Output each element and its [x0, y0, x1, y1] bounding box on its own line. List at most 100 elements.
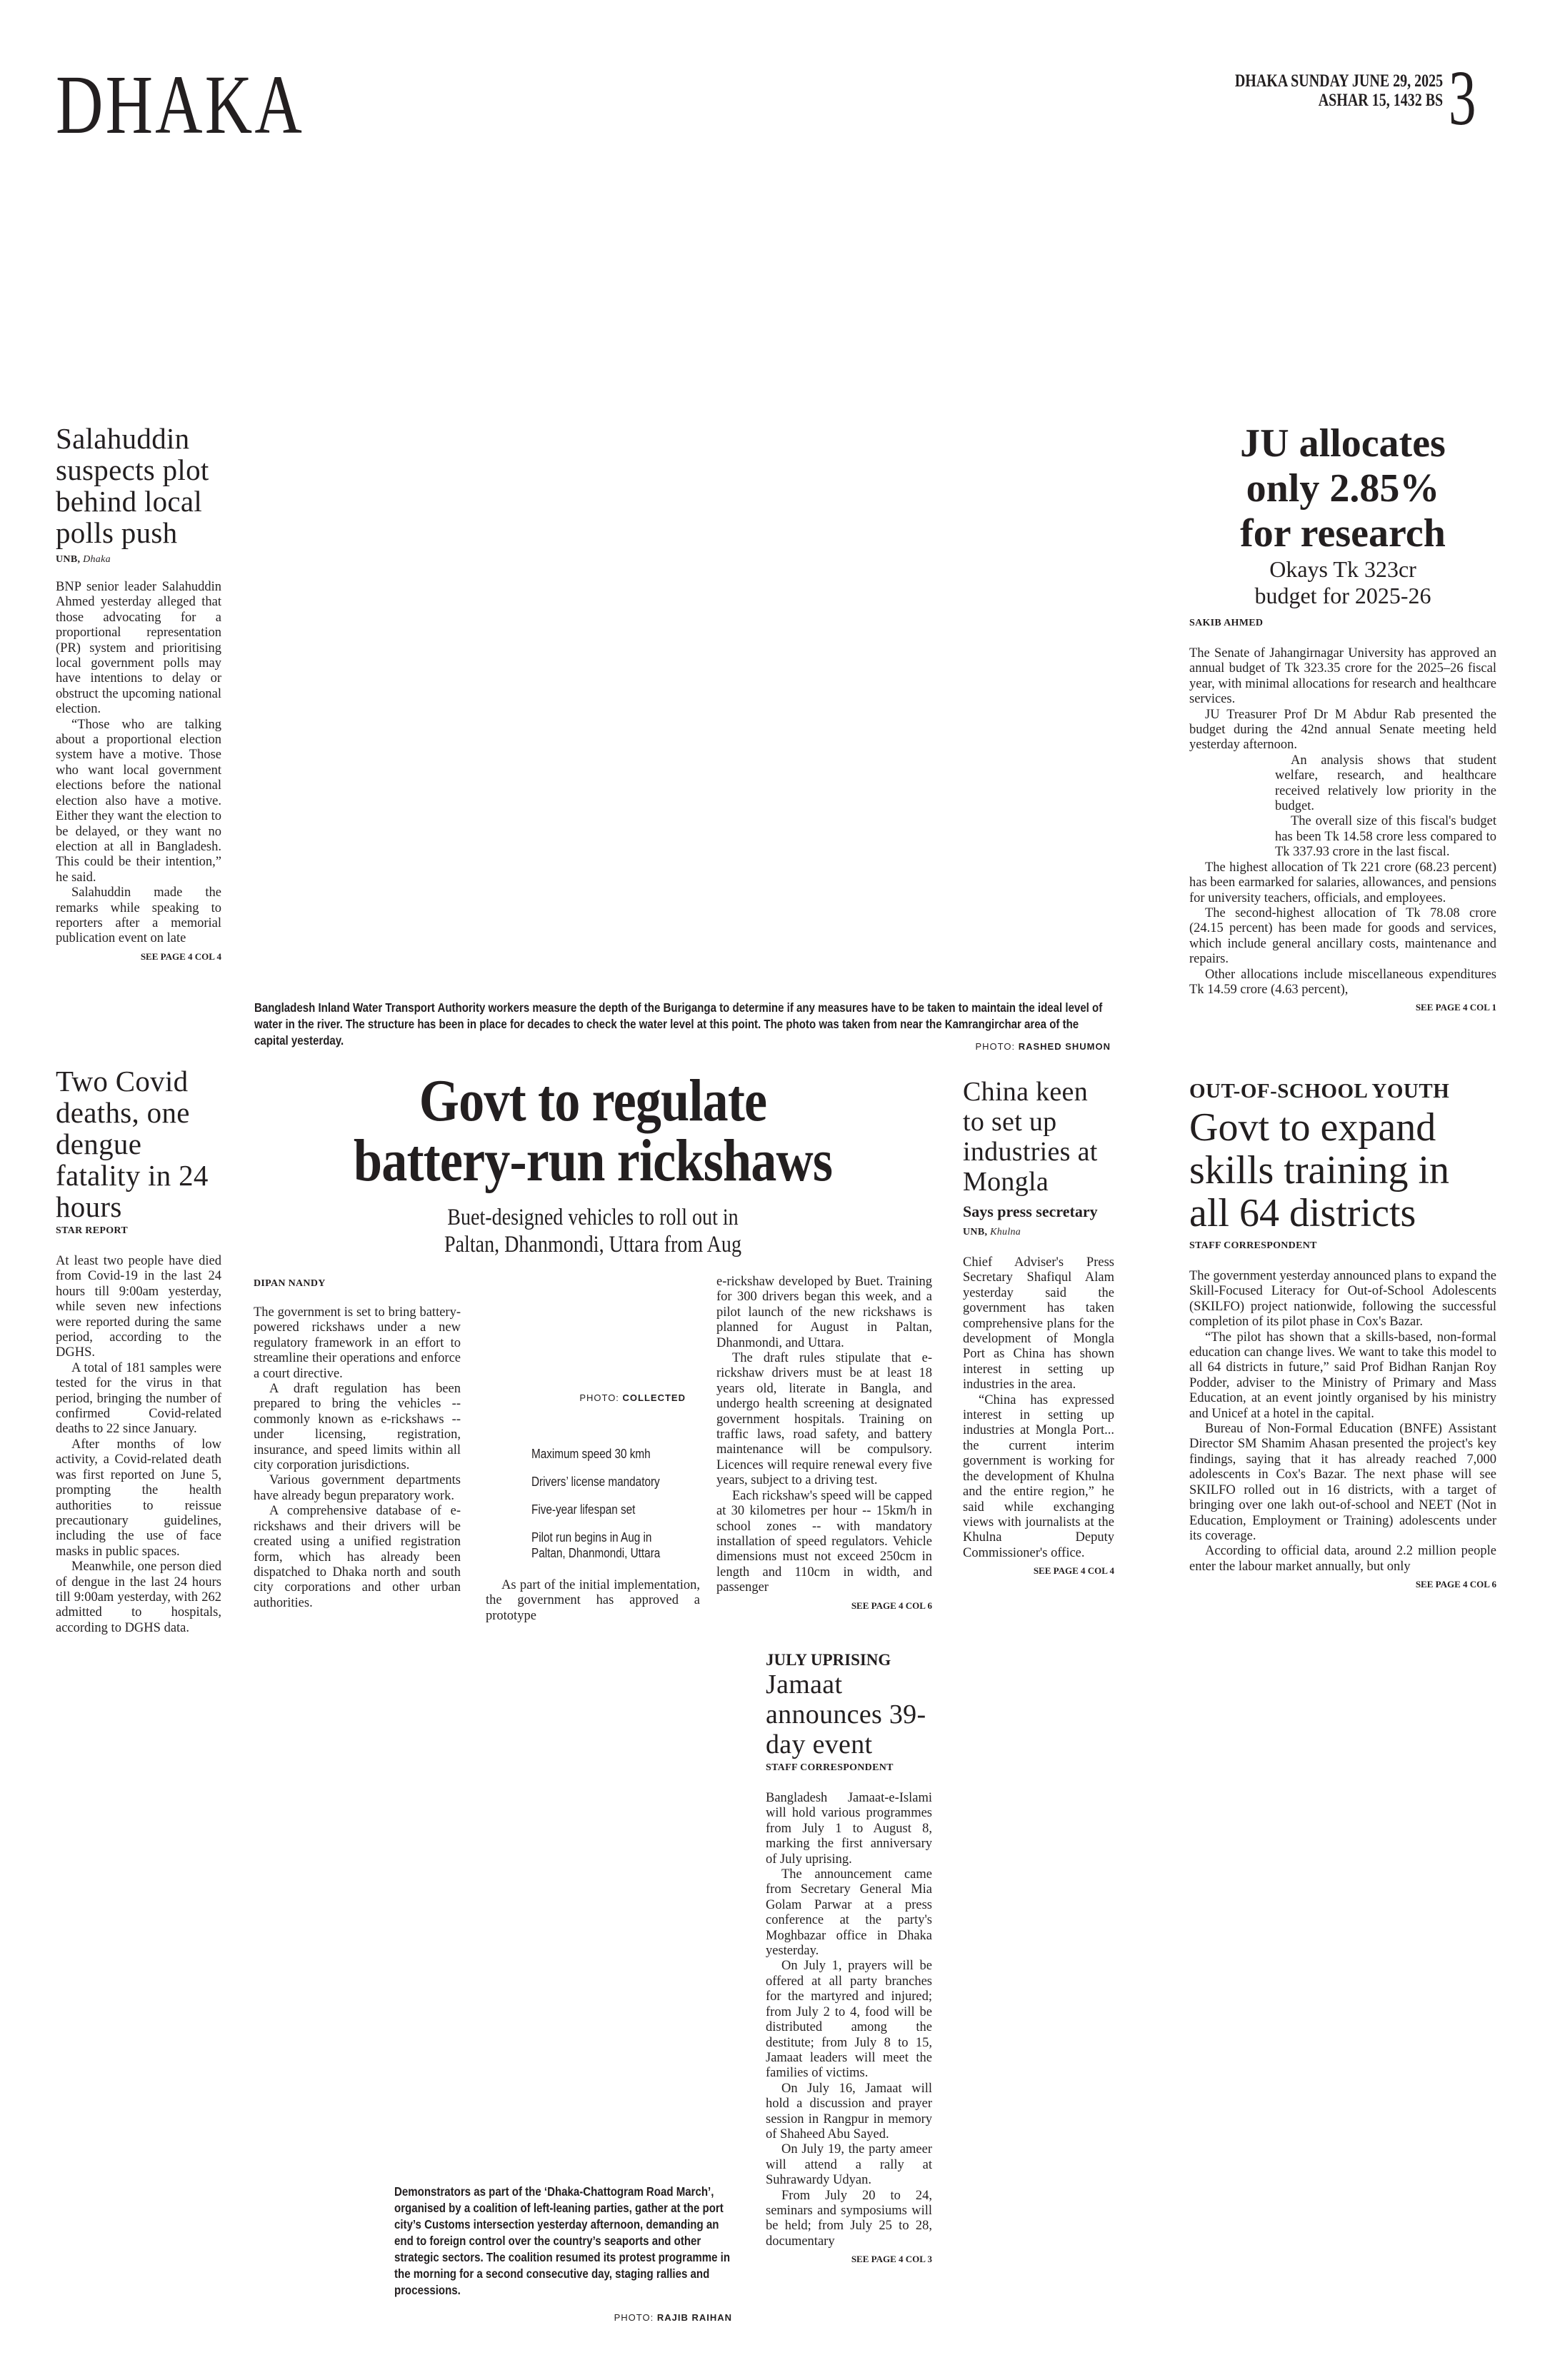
byline: STAFF CORRESPONDENT — [1189, 1240, 1317, 1251]
photo-credit: PHOTO: RASHED SHUMON — [929, 1041, 1111, 1052]
paragraph: On July 1, prayers will be offered at al… — [766, 1959, 932, 2081]
rickshaw-col1: DIPAN NANDY The government is set to bri… — [254, 1272, 461, 1611]
paragraph: The overall size of this fiscal's budget… — [1275, 814, 1496, 860]
photo-credit: PHOTO: COLLECTED — [486, 1392, 686, 1403]
article-body: The Senate of Jahangirnagar University h… — [1189, 646, 1496, 998]
byline: UNB, Khulna — [963, 1227, 1114, 1238]
headline[interactable]: Salahuddin suspects plot behind local po… — [56, 422, 209, 549]
paragraph: “The pilot has shown that a skills-based… — [1189, 1330, 1496, 1421]
paragraph: The highest allocation of Tk 221 crore (… — [1189, 860, 1496, 905]
paragraph: Bangladesh Jamaat-e-Islami will hold var… — [766, 1791, 932, 1867]
article-salahuddin[interactable]: Salahuddin suspects plot behind local po… — [56, 423, 221, 963]
highlight-item: Drivers’ license mandatory — [531, 1475, 660, 1489]
paragraph: The announcement came from Secretary Gen… — [766, 1867, 932, 1959]
jump-link[interactable]: SEE PAGE 4 COL 1 — [1415, 1002, 1496, 1013]
paragraph: JU Treasurer Prof Dr M Abdur Rab present… — [1189, 707, 1496, 753]
paragraph: Each rickshaw's speed will be capped at … — [716, 1488, 932, 1595]
paragraph: Various government departments have alre… — [254, 1473, 461, 1503]
paragraph: The government is set to bring battery-p… — [254, 1305, 461, 1381]
agency: UNB, — [963, 1227, 988, 1237]
jump-link[interactable]: SEE PAGE 4 COL 3 — [851, 2254, 932, 2265]
paragraph: BNP senior leader Salahuddin Ahmed yeste… — [56, 580, 221, 717]
subhead: Buet-designed vehicles to roll out in Pa… — [304, 1204, 881, 1258]
article-rickshaw-header[interactable]: Govt to regulate battery-run rickshaws B… — [254, 1071, 932, 1258]
date-bangla: ASHAR 15, 1432 BS — [1318, 91, 1443, 110]
paragraph: “China has expressed interest in setting… — [963, 1392, 1114, 1560]
credit-name: RAJIB RAIHAN — [656, 2312, 732, 2323]
subhead-line: Buet-designed vehicles to roll out in — [447, 1205, 739, 1230]
rickshaw-col3: e-rickshaw developed by Buet. Training f… — [716, 1275, 932, 1612]
agency: UNB, — [56, 554, 81, 565]
paragraph: An analysis shows that student welfare, … — [1275, 753, 1496, 814]
highlight-item: Maximum speed 30 kmh — [531, 1447, 651, 1461]
highlight-item: Pilot run begins in Aug in Paltan, Dhanm… — [531, 1530, 661, 1560]
byline: UNB, Dhaka — [56, 554, 221, 566]
rickshaw-col2: As part of the initial implementation, t… — [486, 1578, 700, 1624]
photo-caption: Bangladesh Inland Water Transport Author… — [254, 1000, 1247, 1049]
jump-link[interactable]: SEE PAGE 4 COL 6 — [1415, 1579, 1496, 1590]
article-body: At least two people have died from Covid… — [56, 1254, 221, 1636]
paragraph: After months of low activity, a Covid-re… — [56, 1437, 221, 1559]
page-number: 3 — [1449, 54, 1476, 141]
credit-label: PHOTO: — [579, 1392, 619, 1403]
paragraph: Other allocations include miscellaneous … — [1189, 967, 1496, 997]
jump-link[interactable]: SEE PAGE 4 COL 4 — [1033, 1565, 1114, 1577]
photo-road-march — [254, 1642, 746, 2171]
photo-credit: PHOTO: RAJIB RAIHAN — [550, 2312, 732, 2323]
caption-text: Bangladesh Inland Water Transport Author… — [254, 1000, 1103, 1048]
byline: SAKIB AHMED — [1189, 618, 1264, 628]
paragraph: Chief Adviser's Press Secretary Shafiqul… — [963, 1255, 1114, 1392]
paragraph: The government yesterday announced plans… — [1189, 1269, 1496, 1330]
dateline-place: Dhaka — [83, 554, 111, 565]
dateline: DHAKA SUNDAY JUNE 29, 2025 ASHAR 15, 143… — [1235, 71, 1443, 110]
paragraph: As part of the initial implementation, t… — [486, 1578, 700, 1623]
credit-name: RASHED SHUMON — [1018, 1041, 1111, 1052]
section-masthead: DHAKA — [56, 58, 304, 151]
paragraph: At least two people have died from Covid… — [56, 1254, 221, 1360]
headline[interactable]: China keen to set up industries at Mongl… — [963, 1077, 1098, 1197]
headline[interactable]: Two Covid deaths, one dengue fatality in… — [56, 1065, 209, 1223]
article-covid[interactable]: Two Covid deaths, one dengue fatality in… — [56, 1065, 221, 1636]
byline: STAFF CORRESPONDENT — [766, 1762, 894, 1773]
photo-buriganga — [254, 400, 1111, 993]
lead-headline[interactable]: Govt to regulate battery-run rickshaws — [301, 1071, 885, 1191]
headline[interactable]: JU allocates only 2.85% for research — [1240, 421, 1446, 556]
date-gregorian: DHAKA SUNDAY JUNE 29, 2025 — [1234, 71, 1443, 91]
jump-link[interactable]: SEE PAGE 4 COL 6 — [851, 1600, 932, 1611]
paragraph: On July 19, the party ameer will attend … — [766, 2142, 932, 2188]
kicker: JULY UPRISING — [766, 1651, 891, 1669]
subhead: Says press secretary — [963, 1202, 1098, 1220]
paragraph: The second-highest allocation of Tk 78.0… — [1189, 905, 1496, 967]
credit-name: COLLECTED — [622, 1392, 686, 1403]
dateline-place: Khulna — [990, 1227, 1021, 1237]
highlight-item: Five-year lifespan set — [531, 1502, 636, 1517]
paragraph: “Those who are talking about a proportio… — [56, 717, 221, 885]
paragraph: Salahuddin made the remarks while speaki… — [56, 885, 221, 946]
article-ju-budget[interactable]: JU allocates only 2.85% for research Oka… — [1189, 421, 1496, 1013]
subhead-line: Paltan, Dhanmondi, Uttara from Aug — [444, 1232, 741, 1257]
credit-label: PHOTO: — [614, 2312, 654, 2323]
paragraph: On July 16, Jamaat will hold a discussio… — [766, 2081, 932, 2142]
article-skills-training[interactable]: OUT-OF-SCHOOL YOUTH Govt to expand skill… — [1189, 1080, 1496, 1590]
byline: DIPAN NANDY — [254, 1278, 326, 1289]
paragraph: e-rickshaw developed by Buet. Training f… — [716, 1275, 932, 1350]
paragraph: According to official data, around 2.2 m… — [1189, 1544, 1496, 1574]
paragraph: A draft regulation has been prepared to … — [254, 1382, 461, 1473]
caption-text: Demonstrators as part of the ‘Dhaka-Chat… — [394, 2184, 731, 2297]
paragraph: A total of 181 samples were tested for t… — [56, 1360, 221, 1437]
article-body: BNP senior leader Salahuddin Ahmed yeste… — [56, 580, 221, 947]
photo-caption: Demonstrators as part of the ‘Dhaka-Chat… — [394, 2184, 794, 2299]
kicker: OUT-OF-SCHOOL YOUTH — [1189, 1080, 1450, 1103]
article-jamaat[interactable]: JULY UPRISING Jamaat announces 39-day ev… — [766, 1651, 932, 2265]
headline-line: battery-run rickshaws — [353, 1128, 833, 1194]
paragraph: A comprehensive database of e-rickshaws … — [254, 1504, 461, 1610]
jump-link[interactable]: SEE PAGE 4 COL 4 — [140, 950, 221, 962]
subhead: Okays Tk 323cr budget for 2025-26 — [1254, 556, 1431, 608]
highlights-box: Maximum speed 30 kmh Drivers’ license ma… — [531, 1446, 703, 1573]
headline[interactable]: Jamaat announces 39-day event — [766, 1669, 926, 1759]
credit-label: PHOTO: — [975, 1041, 1016, 1052]
headline[interactable]: Govt to expand skills training in all 64… — [1189, 1105, 1449, 1235]
byline: STAR REPORT — [56, 1225, 128, 1236]
article-china-mongla[interactable]: China keen to set up industries at Mongl… — [963, 1077, 1114, 1577]
paragraph: Bureau of Non-Formal Education (BNFE) As… — [1189, 1422, 1496, 1543]
